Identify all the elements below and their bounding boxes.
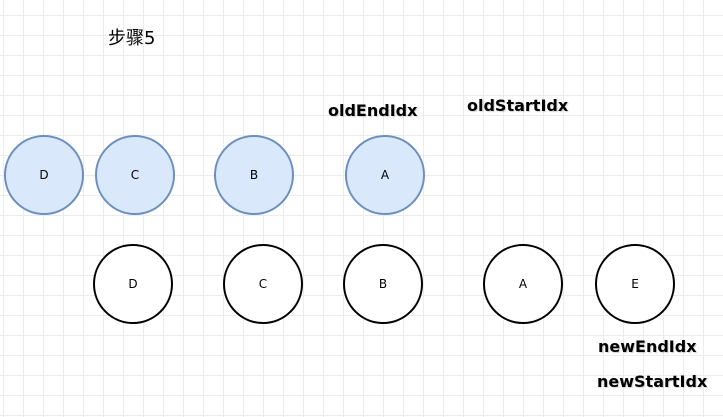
new-node-c-label: C bbox=[258, 277, 268, 291]
old-node-d: D bbox=[4, 135, 84, 215]
new-node-a-label: A bbox=[518, 277, 528, 291]
new-node-b: B bbox=[343, 244, 423, 324]
new-node-b-label: B bbox=[378, 277, 388, 291]
new-node-d-label: D bbox=[128, 277, 138, 291]
old-node-d-label: D bbox=[39, 168, 49, 182]
new-node-e-label: E bbox=[631, 277, 639, 291]
old-node-a-label: A bbox=[380, 168, 390, 182]
new-start-idx-label: newStartIdx bbox=[597, 372, 708, 391]
old-node-b: B bbox=[214, 135, 294, 215]
old-node-c-label: C bbox=[130, 168, 140, 182]
old-start-idx-label: oldStartIdx bbox=[467, 96, 569, 115]
old-node-c: C bbox=[95, 135, 175, 215]
new-node-c: C bbox=[223, 244, 303, 324]
old-node-a: A bbox=[345, 135, 425, 215]
old-node-b-label: B bbox=[249, 168, 259, 182]
new-node-d: D bbox=[93, 244, 173, 324]
new-node-e: E bbox=[595, 244, 675, 324]
new-node-a: A bbox=[483, 244, 563, 324]
new-end-idx-label: newEndIdx bbox=[598, 337, 697, 356]
step-title: 步骤5 bbox=[108, 28, 156, 49]
old-end-idx-label: oldEndIdx bbox=[328, 101, 418, 120]
